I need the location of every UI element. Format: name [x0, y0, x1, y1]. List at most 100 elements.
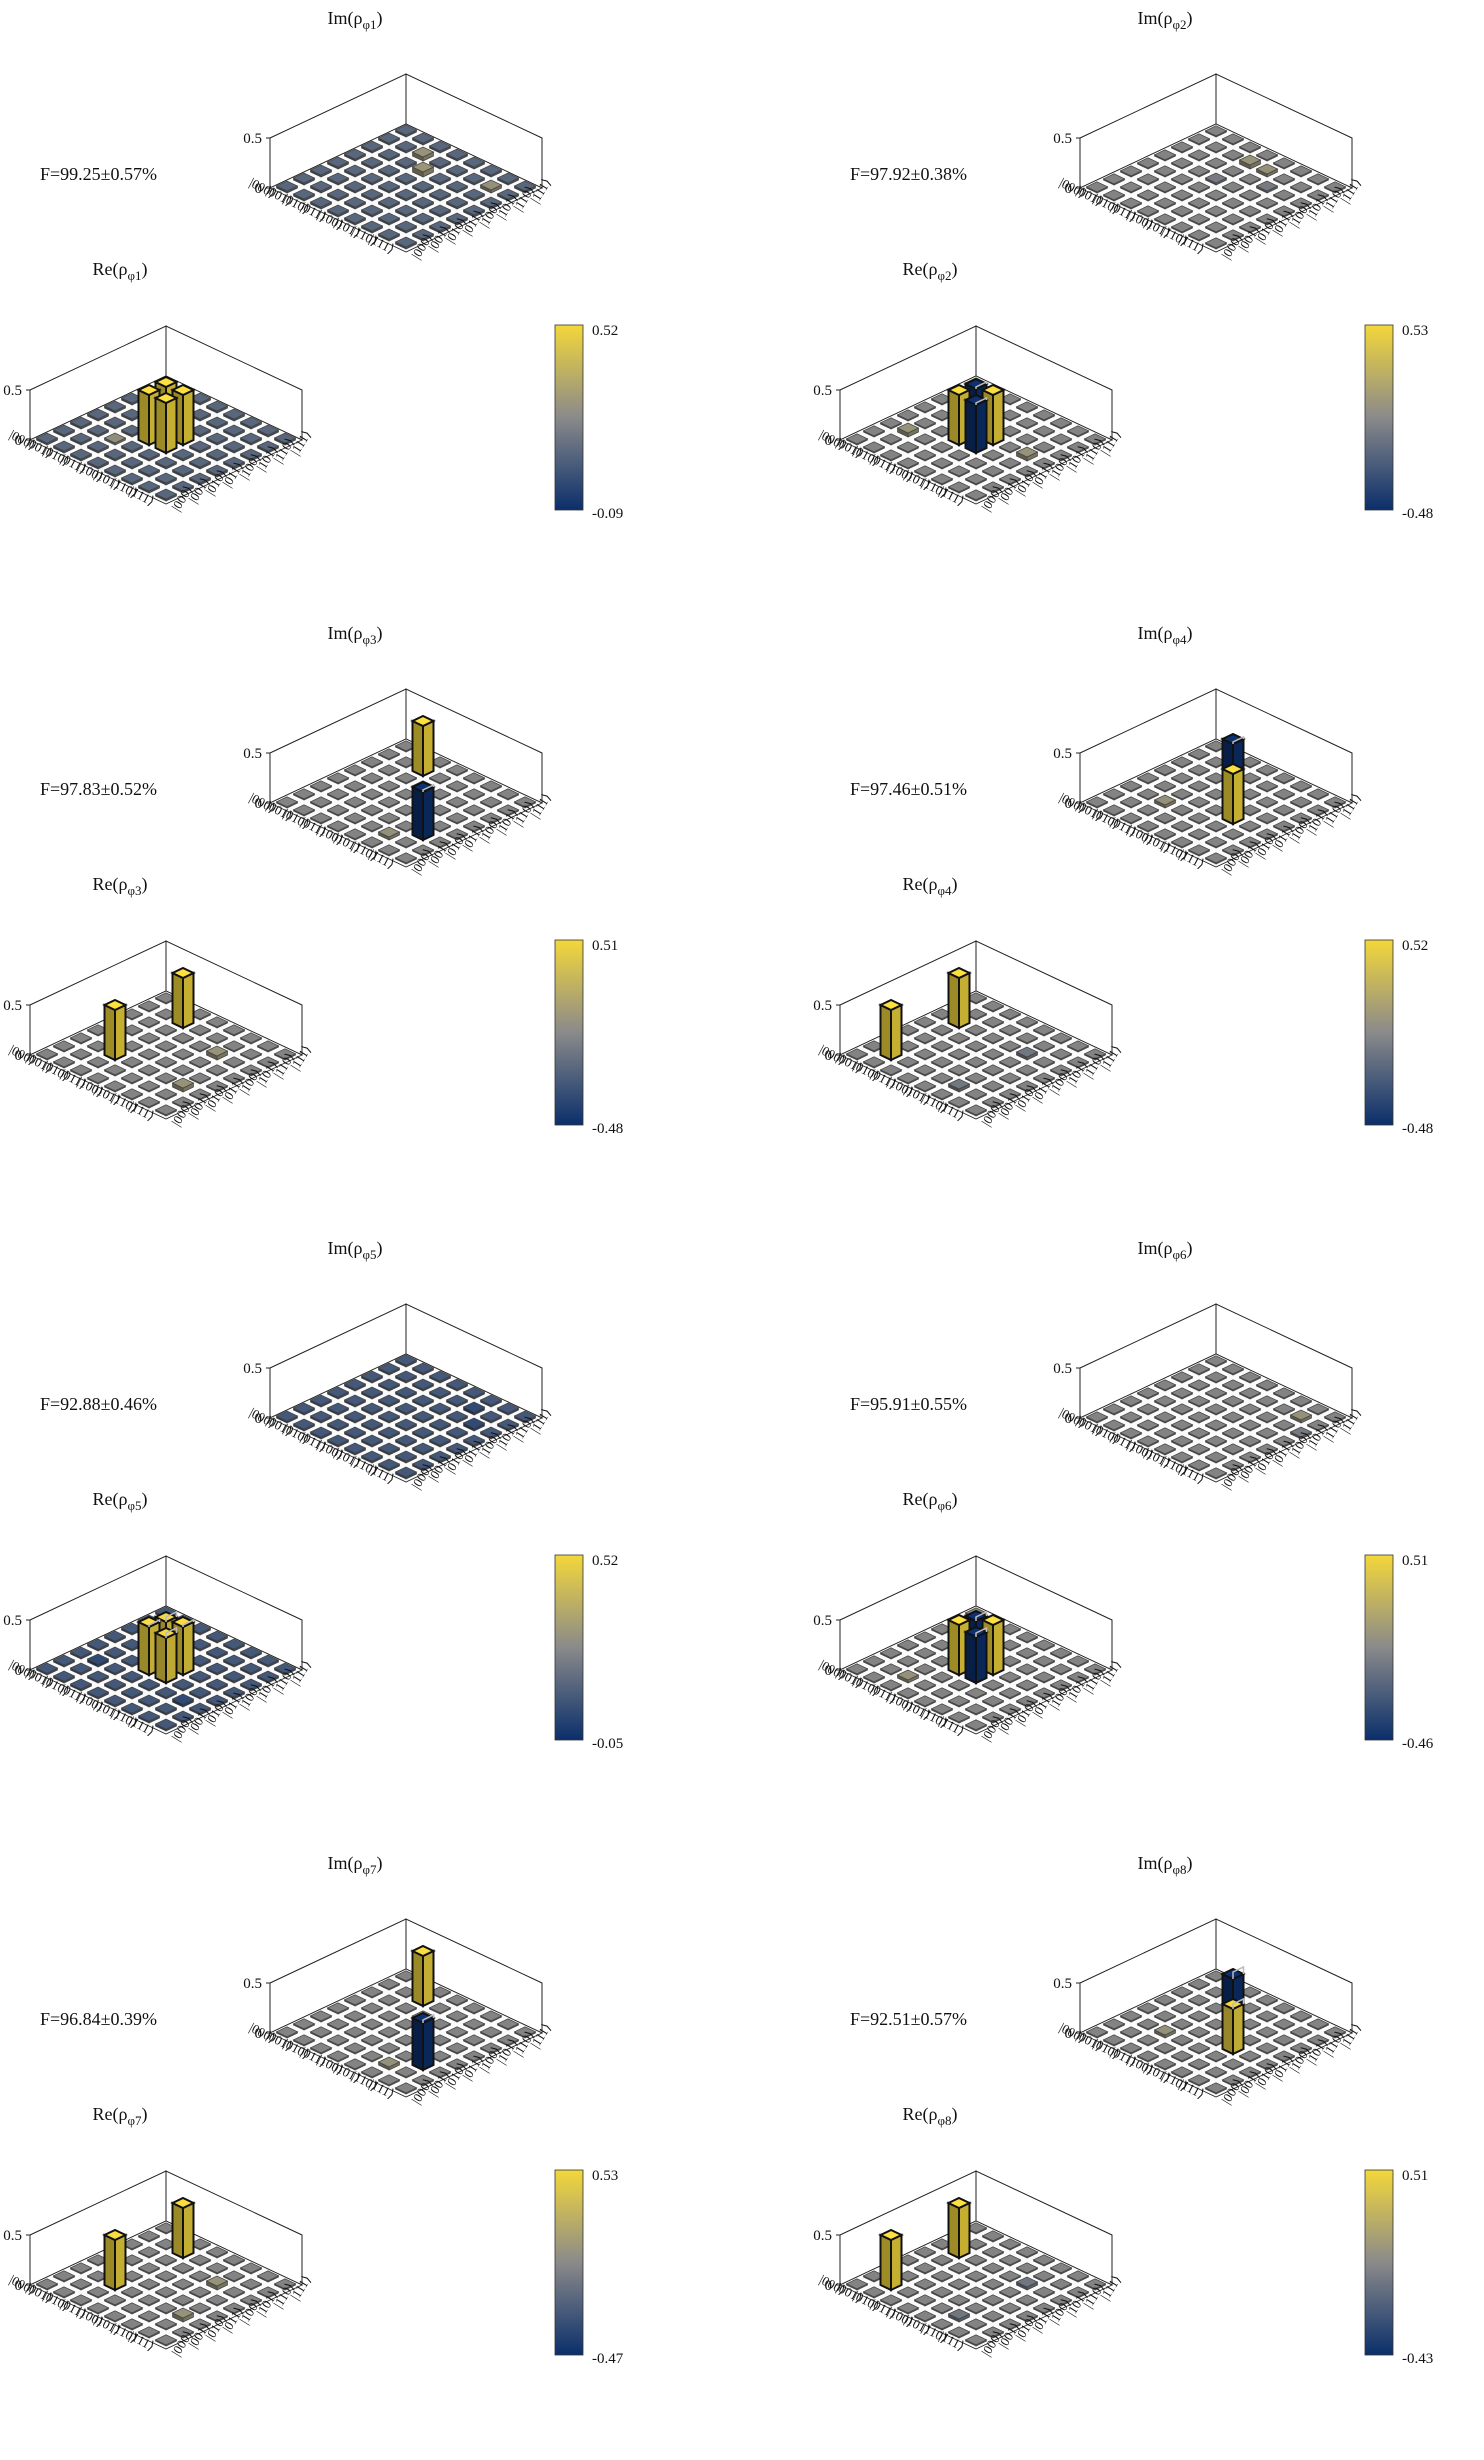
bar-7-2 [428, 836, 452, 849]
z-tick-label: 0 [825, 1048, 833, 1064]
bar-face-top [394, 236, 418, 248]
bar-4-4 [981, 1048, 1005, 1061]
bar-3-2 [120, 1056, 144, 1069]
bar-face-top [1238, 788, 1262, 800]
bar-4-3 [153, 1626, 179, 1685]
bar-face-front [958, 2201, 971, 2260]
bar-1-1 [879, 433, 903, 446]
bar-face-top [360, 220, 384, 232]
bar-7-7 [273, 1048, 297, 1061]
bar-face-top [428, 140, 452, 152]
bar-0-6 [1187, 133, 1211, 146]
bar-face-top [377, 196, 401, 208]
bar-face-top [947, 1096, 971, 1108]
bar-4-2 [377, 812, 401, 825]
bar-face-top [222, 424, 246, 436]
bar-2-3 [1170, 173, 1194, 186]
bar-face-top [69, 1032, 93, 1044]
colorbar-min-label: -0.48 [1402, 1121, 1433, 1137]
bar-face-top [343, 1394, 367, 1406]
bar-4-2 [1187, 812, 1211, 825]
bar-face-top [947, 1048, 971, 1060]
bar-1-0 [1102, 804, 1126, 817]
bar-face-top [1204, 1419, 1228, 1431]
re-plot: 0.50|000⟩|001⟩|010⟩|011⟩|100⟩|101⟩|110⟩|… [3, 940, 314, 1129]
re-plot: 0.50|000⟩|001⟩|010⟩|011⟩|100⟩|101⟩|110⟩|… [3, 1555, 314, 1744]
bar-5-2 [1204, 820, 1228, 833]
bar-3-3 [947, 1048, 971, 1061]
bar-5-0 [1170, 221, 1194, 234]
ideal-wireframe [975, 380, 988, 389]
bar-5-5 [445, 180, 469, 194]
bar-0-6 [377, 1362, 401, 1376]
bar-6-4 [1255, 197, 1279, 210]
bar-face-top [878, 998, 904, 1012]
bar-6-7 [256, 1654, 280, 1668]
bar-4-1 [120, 1686, 144, 1700]
bar-0-0 [35, 1662, 59, 1676]
bar-face-top [153, 391, 179, 405]
bar-face-top [1272, 1403, 1296, 1415]
bar-face-top [1136, 189, 1160, 201]
bar-7-7 [1083, 1048, 1107, 1061]
bar-face-top [69, 448, 93, 460]
bar-1-5 [946, 2196, 972, 2260]
bar-5-2 [1204, 205, 1228, 218]
bar-2-3 [120, 1654, 144, 1668]
bar-3-6 [998, 1024, 1022, 1037]
bar-3-3 [137, 1048, 161, 1061]
bar-2-0 [69, 1678, 93, 1692]
bar-face-top [1272, 189, 1296, 201]
bar-face-top [947, 1078, 971, 1090]
bar-7-6 [256, 1670, 280, 1684]
bar-face-front [992, 388, 1005, 447]
bar-1-5 [137, 1016, 161, 1029]
bar-3-0 [1136, 1435, 1160, 1448]
bar-face-top [52, 424, 76, 436]
bar-face-top [377, 844, 401, 856]
bar-2-2 [913, 1048, 937, 1061]
z-tick-label: 0.5 [3, 998, 22, 1014]
bar-4-1 [360, 1434, 384, 1448]
bar-2-4 [1187, 780, 1211, 793]
z-tick-label: 0.5 [1053, 1361, 1072, 1377]
bar-face-top [1083, 433, 1107, 445]
bar-face-top [188, 1072, 212, 1084]
colorbar-gradient [554, 2169, 584, 2356]
bar-7-6 [496, 1418, 520, 1432]
bar-5-7 [479, 1394, 503, 1408]
bar-face-top [1272, 772, 1296, 784]
bar-4-2 [947, 449, 971, 462]
bar-face-top [275, 1410, 299, 1422]
bar-0-0 [1085, 1411, 1109, 1424]
bar-face-top [137, 1048, 161, 1060]
z-tick-label: 0.5 [813, 2228, 832, 2244]
bar-4-7 [1272, 157, 1296, 170]
bar-face-top [1102, 1419, 1126, 1431]
bar-face-top [103, 1630, 127, 1642]
bar-4-1 [360, 204, 384, 218]
bar-face-top [188, 1622, 212, 1634]
bar-face-top [256, 1056, 280, 1068]
bar-face-top [428, 772, 452, 784]
bar-face-top [188, 408, 212, 420]
bar-face-top [326, 1434, 350, 1446]
bar-4-3 [1204, 189, 1228, 202]
colorbar-gradient [1364, 939, 1394, 1126]
bar-face-front [890, 1003, 903, 1062]
bar-face-top [205, 1662, 229, 1674]
bar-7-2 [428, 220, 452, 234]
bar-face-top [188, 456, 212, 468]
bar-face-top [1306, 173, 1330, 185]
bar-5-3 [171, 1678, 195, 1692]
bar-face-top [411, 1426, 435, 1438]
im-plot: 0.50|000⟩|001⟩|010⟩|011⟩|100⟩|101⟩|110⟩|… [1053, 1918, 1364, 2107]
bar-face-top [103, 400, 127, 412]
bar-4-1 [930, 457, 954, 470]
bar-face-top [343, 164, 367, 176]
bar-face-top [1238, 804, 1262, 816]
floor [1079, 123, 1353, 253]
bar-1-4 [360, 1386, 384, 1400]
bar-7-5 [239, 1064, 263, 1077]
bar-1-6 [1204, 141, 1228, 154]
